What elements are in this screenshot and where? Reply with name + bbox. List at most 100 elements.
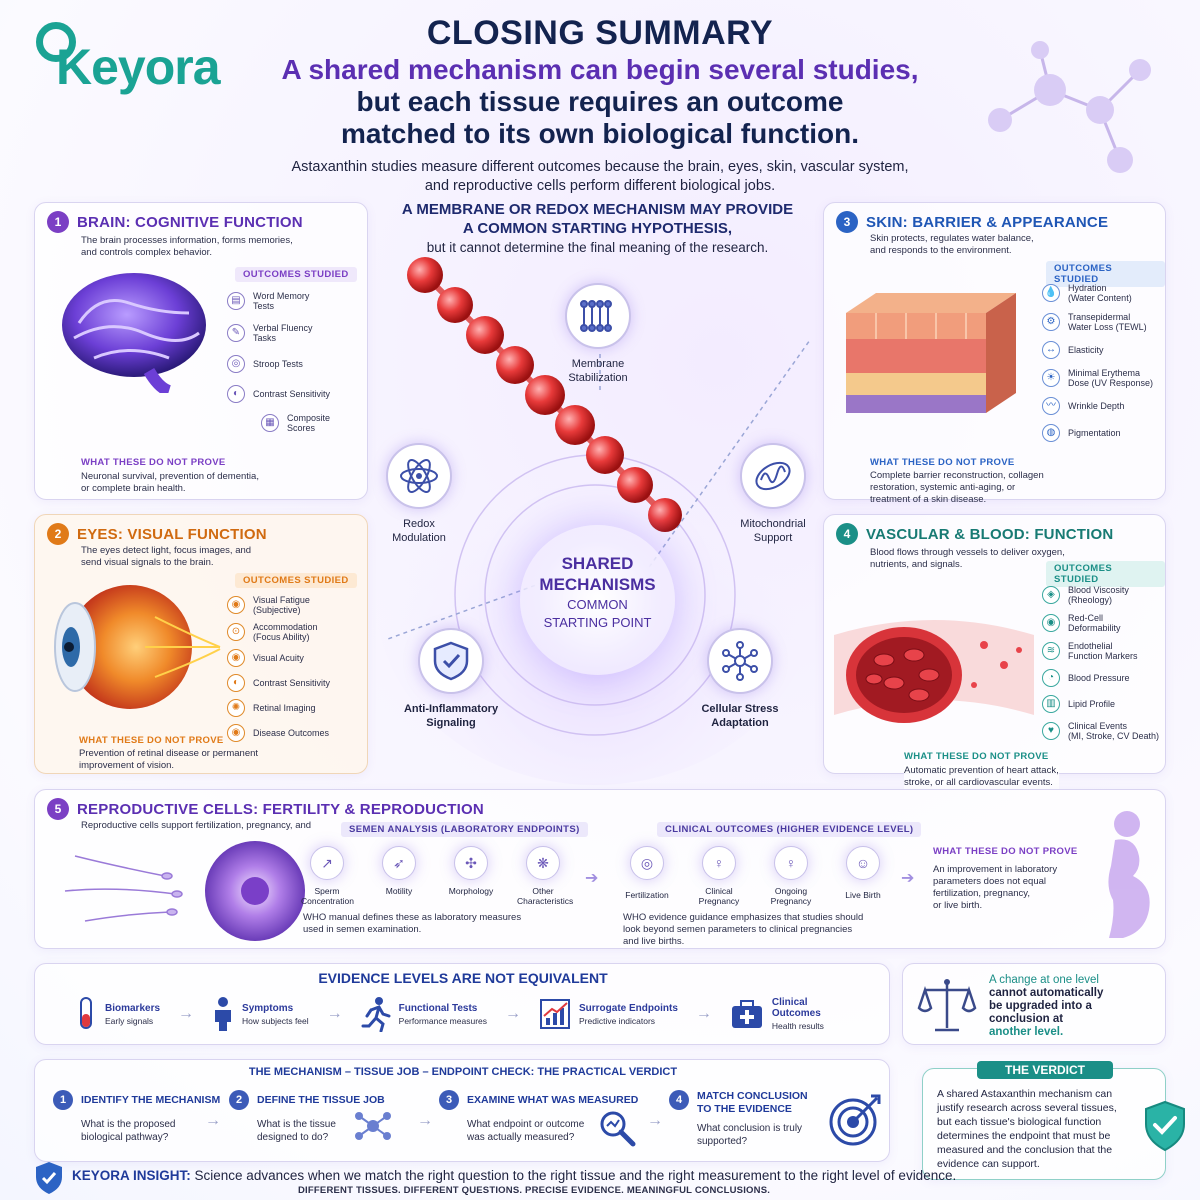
skin-outcomes-list: 💧Hydration(Water Content) ⚙Transepiderma…	[1042, 283, 1153, 442]
step-1-title: IDENTIFY THE MECHANISM	[81, 1093, 221, 1106]
step-4-number: 4	[669, 1090, 689, 1110]
step-arrow-icon: →	[205, 1112, 221, 1129]
evidence-arrow-icon: →	[178, 1005, 195, 1022]
brain-panel: 1 BRAIN: COGNITIVE FUNCTION The brain pr…	[34, 202, 368, 500]
evidence-arrow-icon: →	[505, 1005, 521, 1022]
eyes-number-badge: 2	[47, 523, 69, 545]
insight-text: Science advances when we match the right…	[194, 1168, 957, 1183]
steps-title: THE MECHANISM – TISSUE JOB – ENDPOINT CH…	[248, 1066, 678, 1078]
chart-up-icon	[540, 999, 570, 1029]
eyes-not-prove-text: Prevention of retinal disease or permane…	[79, 748, 259, 771]
vascular-outcome-lipid: ▥Lipid Profile	[1042, 695, 1159, 713]
brain-icon: ◎	[227, 355, 245, 373]
chart-icon: ▦	[261, 414, 279, 432]
brain-not-prove-text: Neuronal survival, prevention of dementi…	[81, 471, 259, 494]
semen-item-morphology: ✣Morphology	[445, 846, 497, 906]
egg-icon: ◎	[630, 846, 664, 880]
core-line-2: MECHANISMS	[539, 575, 656, 594]
sperm-icon: ↗	[310, 846, 344, 880]
skin-outcome-pigmentation: ◍Pigmentation	[1042, 424, 1153, 442]
scale-panel: A change at one level cannot automatical…	[902, 963, 1166, 1045]
center-header-sub: but it cannot determine the final meanin…	[426, 240, 769, 255]
skin-header: 3 SKIN: BARRIER & APPEARANCE	[836, 211, 1108, 233]
keyora-logo: Keyora	[18, 10, 228, 95]
skin-panel: 3 SKIN: BARRIER & APPEARANCE Skin protec…	[823, 202, 1166, 505]
clipboard-icon: ▤	[227, 292, 245, 310]
eyes-outcome-contrast: ◐Contrast Sensitivity	[227, 674, 330, 692]
eyes-outcomes-list: ◉Visual Fatigue(Subjective) ⊙Accommodati…	[227, 595, 330, 742]
vascular-outcomes-header: OUTCOMES STUDIED	[1046, 561, 1165, 587]
pregnancy-icon: ♀	[774, 846, 808, 880]
repro-not-prove-text: An improvement in laboratory parameters …	[933, 864, 1058, 911]
water-drop-icon: 💧	[1042, 284, 1060, 302]
clinical-item-fertilization: ◎Fertilization	[621, 846, 673, 906]
brain-outcome-contrast: ◐Contrast Sensitivity	[227, 385, 330, 403]
subtitle-line-2: but each tissue requires an outcome	[356, 86, 844, 117]
atom-icon	[386, 443, 452, 509]
sun-icon: ☀	[1042, 369, 1060, 387]
evidence-panel: EVIDENCE LEVELS ARE NOT EQUIVALENT Bioma…	[34, 963, 890, 1045]
vascular-title: VASCULAR & BLOOD: FUNCTION	[866, 525, 1114, 543]
motion-icon: ➶	[382, 846, 416, 880]
skin-not-prove-text: Complete barrier reconstruction, collage…	[870, 470, 1044, 505]
vascular-not-prove-text: Automatic prevention of heart attack, st…	[904, 765, 1059, 789]
step-arrow-icon: →	[647, 1112, 663, 1129]
brain-header: 1 BRAIN: COGNITIVE FUNCTION	[47, 211, 303, 233]
evidence-title: EVIDENCE LEVELS ARE NOT EQUIVALENT	[318, 970, 608, 986]
clinical-item-live-birth: ☺Live Birth	[837, 846, 889, 906]
chart-icon: ▥	[1042, 695, 1060, 713]
repro-header: 5 REPRODUCTIVE CELLS: FERTILITY & REPROD…	[47, 798, 484, 820]
desc-line-2: and reproductive cells perform different…	[424, 178, 776, 194]
tagline: DIFFERENT TISSUES. DIFFERENT QUESTIONS. …	[298, 1185, 771, 1196]
drop-icon: ◈	[1042, 586, 1060, 604]
eyes-outcome-fatigue: ◉Visual Fatigue(Subjective)	[227, 595, 330, 615]
center-header-line-1: A MEMBRANE OR REDOX MECHANISM MAY PROVID…	[401, 201, 794, 218]
vascular-panel: 4 VASCULAR & BLOOD: FUNCTION Blood flows…	[823, 514, 1166, 789]
insight-line: KEYORA INSIGHT: Science advances when we…	[72, 1168, 956, 1183]
cells-icon: ❋	[526, 846, 560, 880]
contrast-icon: ◐	[227, 385, 245, 403]
medical-kit-icon	[731, 1000, 762, 1028]
blood-vessel-illustration-icon	[834, 620, 1034, 723]
repro-arrow-icon: ➔	[585, 870, 599, 887]
vascular-description: Blood flows through vessels to deliver o…	[870, 547, 1065, 570]
egg-cell-illustration-icon	[64, 841, 305, 941]
verdict-panel: THE VERDICT A shared Astaxanthin mechani…	[922, 1061, 1166, 1180]
eyes-outcome-accommodation: ⊙Accommodation(Focus Ability)	[227, 622, 330, 642]
brain-desc-2: and controls complex behavior.	[81, 247, 212, 258]
brain-title: BRAIN: COGNITIVE FUNCTION	[77, 213, 303, 231]
core-line-1: SHARED	[561, 554, 634, 573]
shield-icon	[418, 628, 484, 694]
logo-text: Keyora	[56, 39, 221, 95]
repro-arrow-2-icon: ➔	[901, 870, 915, 887]
repro-description: Reproductive cells support fertilization…	[81, 820, 312, 831]
magnifier-icon	[600, 1111, 636, 1147]
molecule-decoration-icon	[988, 41, 1151, 173]
verified-shield-icon	[1145, 1100, 1185, 1152]
vascular-header: 4 VASCULAR & BLOOD: FUNCTION	[836, 523, 1113, 545]
eyes-outcome-retinal: ✺Retinal Imaging	[227, 699, 330, 717]
page-description: Astaxanthin studies measure different ou…	[270, 158, 930, 196]
brain-illustration-icon	[62, 273, 206, 393]
